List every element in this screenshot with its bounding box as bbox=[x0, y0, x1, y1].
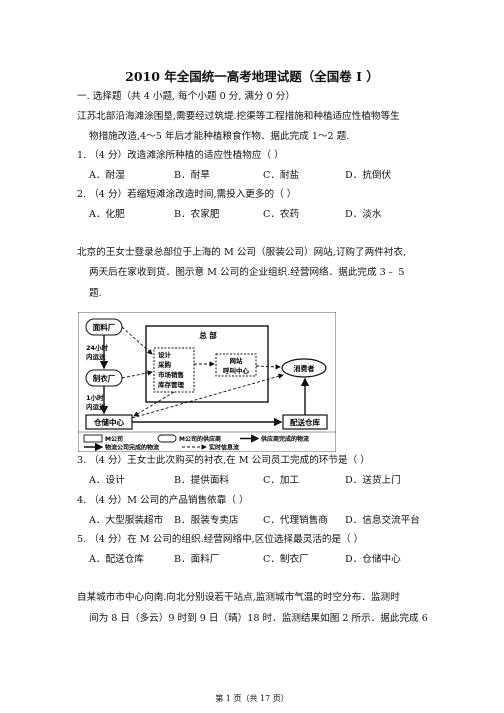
q5-option-b: B．面料厂 bbox=[174, 554, 220, 565]
q4-option-c: C．代理销售商 bbox=[263, 515, 328, 526]
hq-item-marketing: 市场销售 bbox=[158, 370, 184, 379]
hq-item-purchase: 采购 bbox=[158, 360, 172, 369]
headquarters-label: 总 部 bbox=[199, 330, 217, 340]
transport-24h-line2: 内运送 bbox=[86, 352, 106, 361]
q2-stem: 2. （4 分）若缩短滩涂改造时间,需投入更多的（ ） bbox=[77, 189, 297, 200]
passage2-line1: 北京的王女士登录总部位于上海的 M 公司（服装公司）网站,订购了两件衬衣, bbox=[77, 247, 407, 258]
q3-option-a: A．设计 bbox=[89, 475, 125, 486]
hq-item-design: 设计 bbox=[158, 350, 172, 359]
passage1-line1: 江苏北部沿海滩涂围垦,需要经过筑堤.挖渠等工程措施和种植适应性植物等生 bbox=[77, 111, 400, 122]
q5-option-c: C．制衣厂 bbox=[263, 554, 309, 565]
consumer-label: 消费者 bbox=[294, 364, 315, 373]
q4-stem: 4. （4 分）M 公司的产品销售依靠（ ） bbox=[77, 495, 249, 506]
passage2-line2: 两天后在家收到货．图示意 M 公司的企业组织.经营网络．据此完成 3﹣ 5 bbox=[89, 267, 405, 278]
info-flow-arrow bbox=[121, 326, 153, 355]
legend-info-flow-label: 实时信息流 bbox=[209, 444, 239, 452]
fabric-factory-label: 面料厂 bbox=[93, 322, 116, 332]
q1-option-b: B．耐旱 bbox=[174, 170, 210, 181]
q2-option-a: A．化肥 bbox=[89, 209, 125, 220]
page-footer: 第 1 页（共 17 页） bbox=[215, 694, 289, 703]
q5-option-d: D．仓储中心 bbox=[345, 554, 401, 565]
legend-supplier-flow-label: 供应商完成的物流 bbox=[260, 435, 309, 443]
section-header: 一. 选择题（共 4 小题, 每个小题 0 分, 满分 0 分） bbox=[77, 91, 295, 102]
q3-stem: 3. （4 分）王女士此次购买的衬衣,在 M 公司员工完成的环节是（ ） bbox=[77, 455, 370, 466]
web-item-website: 网站 bbox=[230, 356, 244, 365]
q5-stem: 5. （4 分）在 M 公司的组织.经营网络中,区位选择最灵活的是（ ） bbox=[77, 534, 364, 545]
hq-functions-box bbox=[153, 347, 195, 393]
q1-stem: 1. （4 分）改造滩涂所种植的适应性植物应（ ） bbox=[77, 150, 284, 161]
q1-option-a: A．耐湿 bbox=[89, 170, 125, 181]
q3-option-b: B．提供面料 bbox=[174, 475, 230, 486]
q2-option-d: D．淡水 bbox=[345, 209, 382, 220]
web-callcenter-box bbox=[215, 353, 257, 377]
passage1-line2: 物措施改造,4～5 年后才能种植粮食作物．据此完成 1～2 题. bbox=[89, 131, 350, 142]
q3-option-c: C．加工 bbox=[263, 475, 300, 486]
q2-option-c: C．农药 bbox=[263, 209, 300, 220]
q2-option-b: B．农家肥 bbox=[174, 209, 220, 220]
transport-1h-line1: 1小时 bbox=[86, 393, 104, 402]
q4-option-a: A．大型服装超市 bbox=[89, 515, 164, 526]
q4-option-b: B．服装专卖店 bbox=[174, 515, 239, 526]
info-flow-arrow bbox=[131, 373, 284, 419]
web-item-callcenter: 呼叫中心 bbox=[223, 366, 250, 375]
consumer-node bbox=[281, 358, 327, 378]
q3-option-d: D．送货上门 bbox=[345, 475, 401, 486]
m-company-network-diagram: 面料厂 24小时 内运送 制衣厂 1小时 内运送 总 部 设计 采购 市场销售 … bbox=[78, 312, 336, 452]
warehouse-label: 仓储中心 bbox=[93, 417, 124, 427]
info-flow-arrow bbox=[255, 364, 281, 370]
dist-warehouse-label: 配送仓库 bbox=[290, 417, 320, 427]
passage2-line3: 题. bbox=[89, 288, 102, 299]
transport-1h-line2: 内运送 bbox=[86, 402, 106, 411]
legend-logistics-flow-label: 物流公司完成的物流 bbox=[105, 444, 159, 452]
legend-m-company-swatch bbox=[83, 434, 103, 443]
legend-m-supplier-swatch bbox=[157, 434, 177, 443]
page-title: 2010 年全国统一高考地理试题（全国卷 I ） bbox=[125, 69, 379, 84]
info-flow-arrow bbox=[121, 370, 153, 379]
q5-option-a: A．配送仓库 bbox=[89, 554, 144, 565]
q1-option-d: D．抗倒伏 bbox=[345, 170, 392, 181]
passage3-line2: 间为 8 日（多云）9 时到 9 日（晴）18 时．监测结果如图 2 所示．据此… bbox=[89, 613, 428, 624]
garment-factory-label: 制衣厂 bbox=[93, 373, 116, 383]
legend-m-supplier-label: M公司的供应商 bbox=[179, 435, 221, 443]
hq-item-inventory: 库存管理 bbox=[158, 380, 185, 389]
info-flow-arrow bbox=[133, 391, 175, 417]
legend-m-company-label: M公司 bbox=[105, 435, 123, 443]
passage3-line1: 自某城市市中心向南.向北分别设若干站点,监测城市气温的时空分布．监测时 bbox=[77, 592, 400, 603]
transport-24h-line1: 24小时 bbox=[86, 343, 109, 352]
q1-option-c: C．耐盐 bbox=[263, 170, 300, 181]
q4-option-d: D．信息交流平台 bbox=[345, 515, 420, 526]
